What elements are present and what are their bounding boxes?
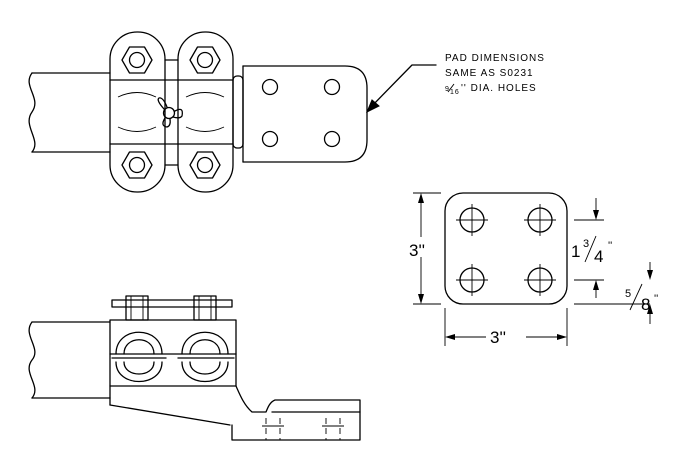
side-view-screw-heads <box>111 295 233 321</box>
side-view-lug-body <box>109 385 361 441</box>
hex-nut-top-right <box>189 46 221 74</box>
top-view-cable <box>28 72 111 153</box>
top-view-pad <box>242 65 368 163</box>
hole-spacing-unit: '' <box>608 240 612 252</box>
note-leader-arrow <box>366 64 437 114</box>
hex-nut-bottom-right <box>189 151 221 179</box>
pad-detail: 3'' 3'' 1 3 4 '' <box>409 192 658 347</box>
note-line-3-rest: '' DIA. HOLES <box>461 83 537 94</box>
pad-note: PAD DIMENSIONS SAME AS S0231 9 16 '' DIA… <box>445 53 545 96</box>
hole-spacing-den: 4 <box>594 247 603 266</box>
pad-hole-bottom-left <box>456 264 488 296</box>
pad-hole-top-left <box>456 204 488 236</box>
hex-nut-top-left <box>121 46 153 74</box>
pad-hole-bottom-right <box>524 264 556 296</box>
width-dimension: 3'' <box>444 308 568 347</box>
pad-hole-top-right <box>524 204 556 236</box>
side-view-hidden-holes <box>262 418 344 440</box>
edge-den: 8 <box>641 295 650 314</box>
top-view <box>28 31 437 193</box>
edge-unit: '' <box>654 293 658 305</box>
hole-spacing-whole: 1 <box>571 242 580 261</box>
center-wing-screw <box>157 97 183 128</box>
edge-distance-dimension: 5 8 '' <box>574 262 658 324</box>
height-label: 3'' <box>409 241 425 260</box>
note-line-3-fraction-num: 9 <box>445 86 450 93</box>
width-label: 3'' <box>490 328 506 347</box>
side-view-cable <box>28 321 111 399</box>
side-view <box>28 295 361 441</box>
note-line-2: SAME AS S0231 <box>445 68 534 79</box>
hole-spacing-num: 3 <box>583 238 589 250</box>
edge-num: 5 <box>625 288 631 300</box>
note-line-1: PAD DIMENSIONS <box>445 53 545 64</box>
side-view-clamp-block <box>109 319 237 387</box>
hole-spacing-dimension: 1 3 4 '' <box>571 198 612 298</box>
note-line-3-fraction-den: 16 <box>450 89 460 96</box>
top-view-clamp-body <box>109 31 244 193</box>
height-dimension: 3'' <box>409 192 441 305</box>
hex-nut-bottom-left <box>121 151 153 179</box>
